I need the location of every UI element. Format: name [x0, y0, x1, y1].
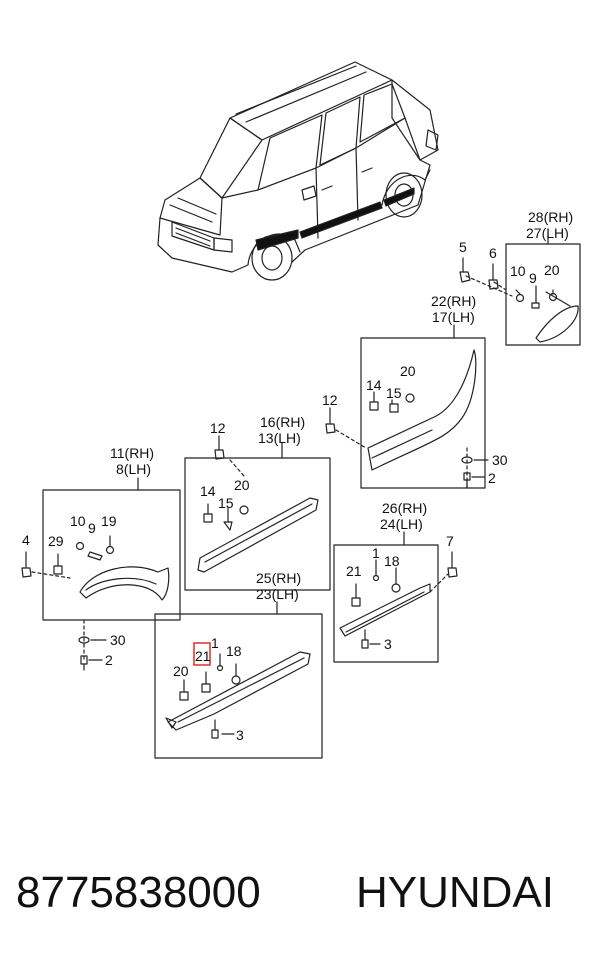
label-11-rh: 11(RH) — [110, 445, 154, 461]
label-30-a: 30 — [492, 452, 508, 468]
label-22-rh: 22(RH) — [431, 293, 476, 309]
label-24-lh: 24(LH) — [380, 516, 423, 532]
label-15-b: 15 — [218, 495, 234, 511]
part-number: 8775838000 — [16, 868, 261, 917]
label-20-a: 20 — [544, 262, 560, 278]
diagram-canvas: 28(RH) 27(LH) 5 6 10 9 20 22(RH) 17(LH) … — [21, 61, 581, 759]
label-28-rh: 28(RH) — [528, 209, 573, 225]
vehicle-illustration — [157, 61, 439, 281]
label-25-rh: 25(RH) — [256, 570, 301, 586]
highlight-box — [193, 642, 211, 666]
label-12-b: 12 — [210, 420, 226, 436]
label-12-a: 12 — [322, 392, 338, 408]
panel-28-27 — [505, 243, 581, 346]
label-19: 19 — [101, 513, 117, 529]
label-30-b: 30 — [110, 632, 126, 648]
label-14-b: 14 — [200, 483, 216, 499]
label-17-lh: 17(LH) — [432, 309, 475, 325]
label-27-lh: 27(LH) — [526, 225, 569, 241]
label-2-b: 2 — [105, 652, 113, 668]
label-18-a: 18 — [384, 553, 400, 569]
label-26-rh: 26(RH) — [382, 500, 427, 516]
label-1-b: 1 — [211, 635, 219, 651]
label-10-a: 10 — [510, 263, 526, 279]
label-23-lh: 23(LH) — [256, 586, 299, 602]
label-9-a: 9 — [529, 270, 537, 286]
panel-25-23 — [154, 613, 323, 759]
label-20-c: 20 — [234, 477, 250, 493]
footer-caption: 8775838000 HYUNDAI — [16, 868, 554, 918]
label-10-b: 10 — [70, 513, 86, 529]
label-18-b: 18 — [226, 643, 242, 659]
label-6: 6 — [489, 245, 497, 261]
label-21-a: 21 — [346, 563, 362, 579]
label-1-a: 1 — [372, 545, 380, 561]
label-13-lh: 13(LH) — [258, 430, 301, 446]
label-21-b: 21 — [195, 648, 211, 664]
label-3-b: 3 — [236, 727, 244, 743]
label-3-a: 3 — [384, 636, 392, 652]
label-14-a: 14 — [366, 377, 382, 393]
panel-11-8 — [42, 489, 181, 621]
brand-name: HYUNDAI — [356, 868, 555, 917]
label-20-b: 20 — [400, 363, 416, 379]
label-2-a: 2 — [488, 470, 496, 486]
panel-26-24 — [333, 544, 439, 663]
label-8-lh: 8(LH) — [116, 461, 151, 477]
label-20-d: 20 — [173, 663, 189, 679]
panel-22-17 — [360, 337, 486, 489]
label-16-rh: 16(RH) — [260, 414, 305, 430]
label-29: 29 — [48, 533, 64, 549]
label-9-b: 9 — [88, 520, 96, 536]
label-15-a: 15 — [386, 385, 402, 401]
label-4: 4 — [22, 532, 30, 548]
label-5: 5 — [459, 239, 467, 255]
label-7: 7 — [446, 533, 454, 549]
